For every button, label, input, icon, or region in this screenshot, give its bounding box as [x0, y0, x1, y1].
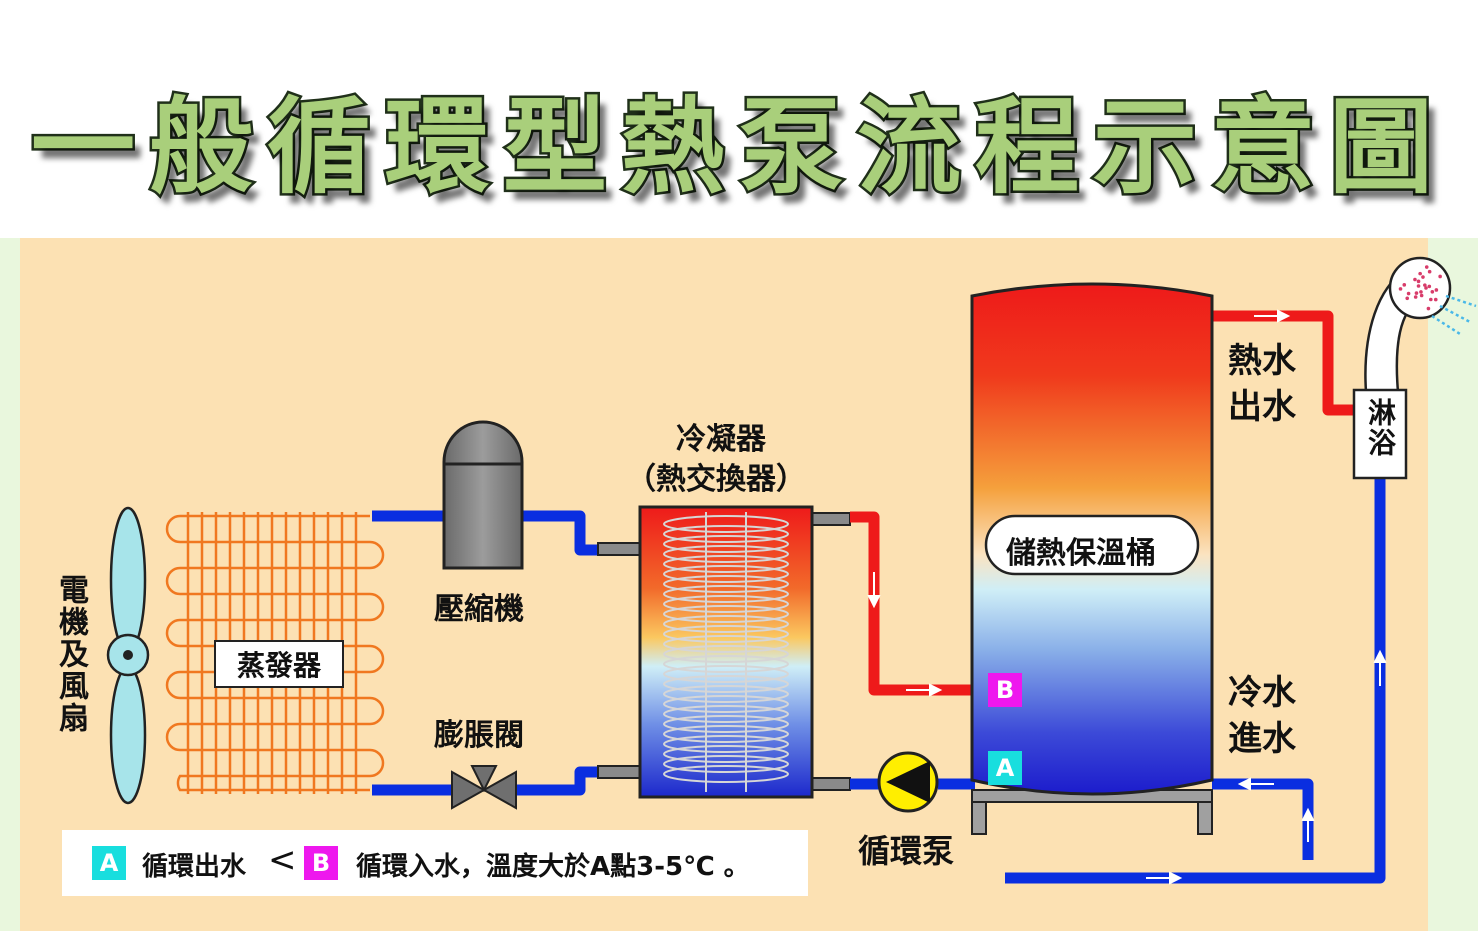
condenser-connectors	[597, 512, 851, 791]
legend-a-badge: A	[92, 846, 126, 880]
pump-label: 循環泵	[858, 832, 955, 870]
storage-tank	[970, 282, 1214, 835]
pump-icon	[877, 751, 939, 813]
marker-a: A	[988, 751, 1022, 785]
flow-arrows	[867, 309, 1387, 885]
shower-label: 淋浴	[1364, 398, 1397, 458]
condenser-sublabel: （熱交換器）	[626, 462, 806, 497]
legend-a-text: 循環出水	[142, 852, 247, 882]
page-title: 一般循環型熱泵流程示意圖	[28, 83, 1447, 210]
refrigerant-lines	[372, 510, 612, 796]
expansion-valve-label: 膨脹閥	[434, 718, 524, 753]
title-bar: 一般循環型熱泵流程示意圖	[0, 0, 1478, 238]
compressor-icon	[442, 420, 524, 570]
legend-b-text: 循環入水，溫度大於A點3-5℃ 。	[356, 852, 750, 882]
fan-motor-label: 電機及風扇	[53, 574, 88, 734]
hot-water-out-label: 熱水出水	[1228, 341, 1296, 427]
marker-b: B	[988, 673, 1022, 707]
condenser-label: 冷凝器	[676, 422, 766, 457]
compressor-label: 壓縮機	[434, 592, 524, 627]
fan-icon	[106, 506, 150, 805]
condenser-icon	[638, 505, 814, 799]
legend-symbol: <	[268, 840, 297, 880]
shower-icon	[1352, 256, 1477, 480]
legend-b-badge: B	[304, 846, 338, 880]
tank-label: 儲熱保溫桶	[1006, 536, 1156, 571]
legend: A 循環出水 < B 循環入水，溫度大於A點3-5℃ 。	[62, 830, 808, 896]
evaporator-label: 蒸發器	[214, 640, 344, 688]
expansion-valve-icon	[451, 765, 517, 810]
cold-water-in-label: 冷水進水	[1228, 673, 1296, 759]
